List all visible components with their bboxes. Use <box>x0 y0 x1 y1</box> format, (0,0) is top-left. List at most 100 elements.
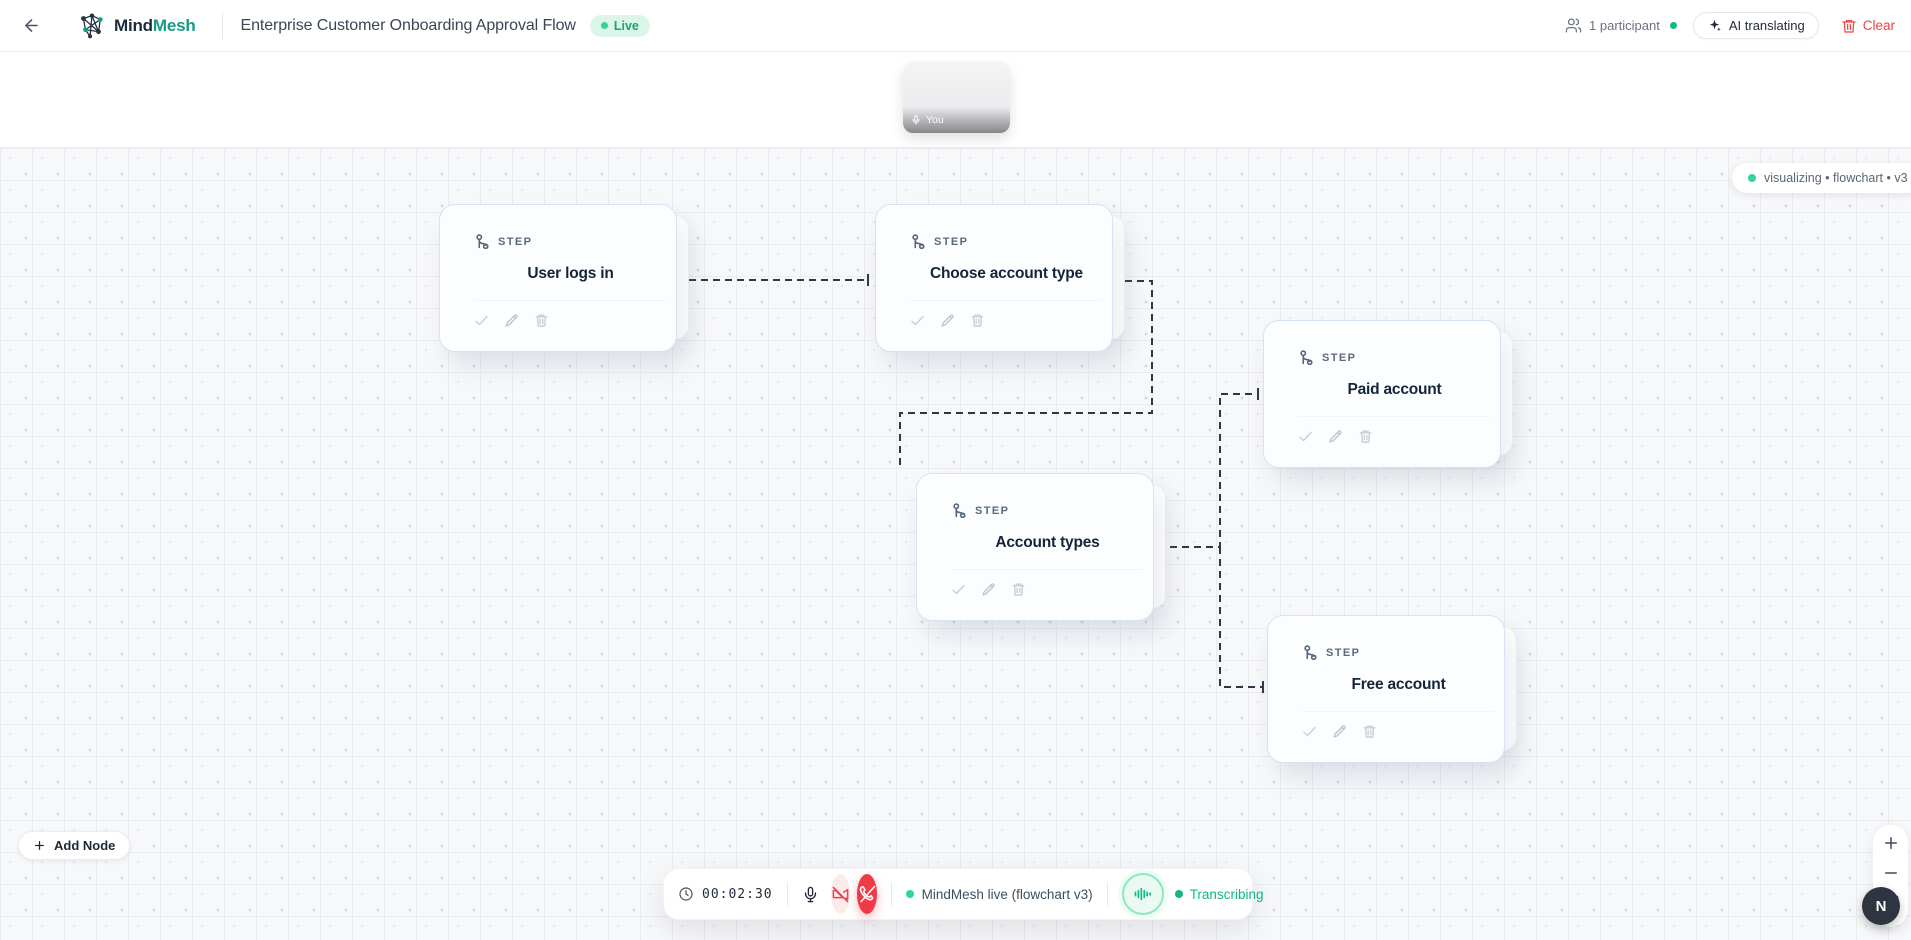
node-divider <box>475 300 666 301</box>
live-status: MindMesh live (flowchart v3) <box>905 886 1093 902</box>
flowchart-canvas[interactable]: You visualizing • flowchart • v3 STEP Us… <box>0 52 1911 940</box>
node-header: STEP <box>911 234 1102 249</box>
flow-step-node[interactable]: STEP Account types <box>916 473 1166 621</box>
edit-pencil-icon[interactable] <box>1327 428 1344 445</box>
brand-logo: MindMesh <box>76 11 196 41</box>
zoom-out-button[interactable] <box>1882 864 1900 882</box>
node-type-label: STEP <box>1326 646 1361 659</box>
workflow-step-icon <box>476 234 489 249</box>
toolbar-divider <box>786 882 788 906</box>
approve-check-icon[interactable] <box>950 581 967 598</box>
delete-trash-icon[interactable] <box>1361 723 1378 740</box>
ai-status-label: visualizing • flowchart • v3 <box>1764 171 1908 185</box>
approve-check-icon[interactable] <box>473 312 490 329</box>
transcribing-label: Transcribing <box>1189 886 1264 902</box>
zoom-in-button[interactable] <box>1882 834 1900 852</box>
trash-icon <box>1842 19 1856 33</box>
online-dot <box>1669 22 1677 29</box>
ai-status-pill: visualizing • flowchart • v3 <box>1732 163 1911 193</box>
timer-value: 00:02:30 <box>702 886 773 902</box>
user-avatar[interactable]: N <box>1862 887 1900 925</box>
edge-accounttypes-to-paid <box>1170 393 1258 548</box>
edit-pencil-icon[interactable] <box>939 312 956 329</box>
approve-check-icon[interactable] <box>1297 428 1314 445</box>
node-type-label: STEP <box>498 235 533 248</box>
self-video-tile[interactable]: You <box>903 62 1010 133</box>
node-title: Choose account type <box>930 265 1083 282</box>
delete-trash-icon[interactable] <box>1357 428 1374 445</box>
session-toolbar: 00:02:30 MindMesh live (flowchart v3) Tr… <box>663 868 1263 920</box>
node-header: STEP <box>475 234 666 249</box>
live-badge-label: Live <box>613 18 639 33</box>
mindmesh-network-icon <box>81 12 103 38</box>
arrow-left-icon <box>24 19 38 32</box>
waveform-icon <box>1134 887 1151 901</box>
flow-step-node[interactable]: STEP User logs in <box>439 204 689 352</box>
transcribing-dot <box>1174 890 1183 898</box>
status-dot <box>1748 174 1756 182</box>
node-actions <box>950 581 1143 598</box>
live-status-dot <box>905 890 914 898</box>
sparkles-icon <box>1709 19 1721 32</box>
node-title: Account types <box>995 534 1100 551</box>
node-actions <box>1297 428 1490 445</box>
node-actions <box>1301 723 1494 740</box>
mic-icon <box>804 886 816 902</box>
approve-check-icon[interactable] <box>909 312 926 329</box>
delete-trash-icon[interactable] <box>533 312 550 329</box>
delete-trash-icon[interactable] <box>1010 581 1027 598</box>
participants-label: 1 participant <box>1589 18 1660 33</box>
transcribing-status: Transcribing <box>1174 886 1264 902</box>
flow-step-node[interactable]: STEP Choose account type <box>875 204 1125 352</box>
delete-trash-icon[interactable] <box>969 312 986 329</box>
users-icon <box>1565 18 1582 33</box>
clear-button[interactable]: Clear <box>1841 18 1895 34</box>
live-status-label: MindMesh live (flowchart v3) <box>921 886 1093 902</box>
camera-off-button[interactable] <box>830 874 850 914</box>
brand-name: MindMesh <box>114 15 196 35</box>
mic-icon <box>912 115 920 125</box>
ai-translating-label: AI translating <box>1728 18 1805 33</box>
clear-label: Clear <box>1862 18 1895 33</box>
live-badge: Live <box>589 14 650 37</box>
add-node-label: Add Node <box>54 838 116 853</box>
node-header: STEP <box>952 503 1143 518</box>
workflow-step-icon <box>1300 350 1313 365</box>
flow-step-node[interactable]: STEP Free account <box>1267 615 1517 763</box>
add-node-button[interactable]: Add Node <box>18 831 131 860</box>
microphone-button[interactable] <box>802 879 819 909</box>
node-title: Paid account <box>1347 381 1442 398</box>
node-actions <box>473 312 666 329</box>
edge-accounttypes-to-free <box>1219 547 1263 688</box>
node-divider <box>952 569 1143 570</box>
participants-indicator: 1 participant <box>1565 17 1677 34</box>
workflow-step-icon <box>1304 645 1317 660</box>
flow-step-node[interactable]: STEP Paid account <box>1263 320 1513 468</box>
approve-check-icon[interactable] <box>1301 723 1318 740</box>
edit-pencil-icon[interactable] <box>503 312 520 329</box>
node-type-label: STEP <box>934 235 969 248</box>
back-button[interactable] <box>14 9 48 43</box>
avatar-initial: N <box>1875 897 1887 915</box>
session-timer: 00:02:30 <box>678 886 773 902</box>
edit-pencil-icon[interactable] <box>980 581 997 598</box>
edit-pencil-icon[interactable] <box>1331 723 1348 740</box>
workflow-step-icon <box>953 503 966 518</box>
toolbar-divider <box>890 882 892 906</box>
live-dot <box>600 22 608 29</box>
end-call-button[interactable] <box>856 874 877 914</box>
node-title: User logs in <box>527 265 614 282</box>
camera-off-icon <box>832 886 849 902</box>
toolbar-divider <box>1106 882 1108 906</box>
ai-translating-button[interactable]: AI translating <box>1692 12 1819 39</box>
plus-icon <box>35 841 44 850</box>
header-divider <box>221 12 223 39</box>
node-type-label: STEP <box>1322 351 1357 364</box>
app-header: MindMesh Enterprise Customer Onboarding … <box>0 0 1911 52</box>
audio-waveform-button[interactable] <box>1121 873 1164 915</box>
node-actions <box>909 312 1102 329</box>
video-tile-label: You <box>926 114 944 126</box>
node-divider <box>911 300 1102 301</box>
node-type-label: STEP <box>975 504 1010 517</box>
clock-icon <box>679 887 693 901</box>
